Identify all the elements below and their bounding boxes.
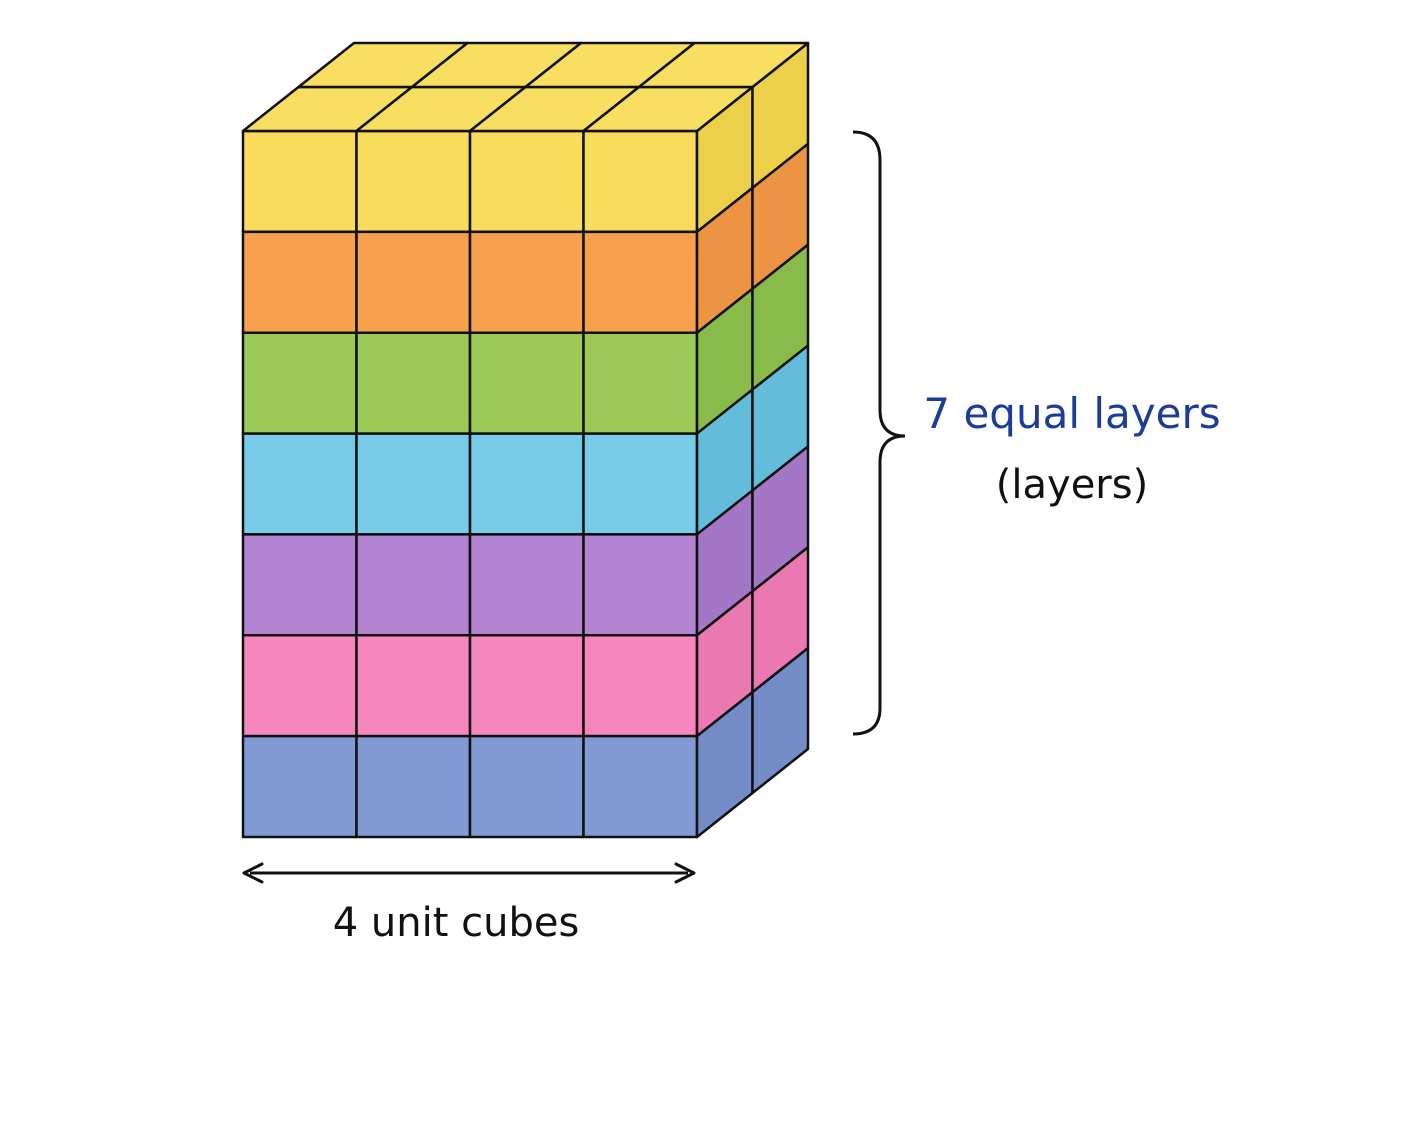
cube-top-2-4 — [637, 41, 810, 89]
cube-front-blue-2 — [355, 432, 472, 536]
cube-front-yellow-3 — [468, 129, 585, 234]
cube-front-yellow-4 — [582, 129, 699, 234]
layers-count-label: 7 equal layers — [923, 389, 1220, 438]
cube-front-pink-3 — [468, 634, 585, 738]
cube-front-purple-4 — [582, 533, 699, 637]
cube-side-indigo-2 — [751, 646, 810, 795]
rectangular-prism — [241, 41, 810, 839]
cube-front-green-2 — [355, 331, 472, 435]
cube-front-blue-3 — [468, 432, 585, 536]
cube-front-purple-2 — [355, 533, 472, 637]
cube-front-blue-4 — [582, 432, 699, 536]
cube-front-green-1 — [241, 331, 358, 435]
cube-front-orange-1 — [241, 230, 358, 334]
cube-front-orange-4 — [582, 230, 699, 334]
cube-front-indigo-3 — [468, 734, 585, 839]
cube-front-orange-2 — [355, 230, 472, 334]
cube-front-green-4 — [582, 331, 699, 435]
cube-front-green-3 — [468, 331, 585, 435]
cube-front-indigo-4 — [582, 734, 699, 839]
cube-front-yellow-1 — [241, 129, 358, 234]
width-arrow — [242, 862, 696, 884]
cube-front-purple-1 — [241, 533, 358, 637]
cube-front-pink-1 — [241, 634, 358, 738]
layers-brace — [852, 130, 906, 736]
cube-front-indigo-2 — [355, 734, 472, 839]
cube-front-orange-3 — [468, 230, 585, 334]
cube-front-pink-4 — [582, 634, 699, 738]
cube-front-blue-1 — [241, 432, 358, 536]
cube-front-pink-2 — [355, 634, 472, 738]
width-label: 4 unit cubes — [333, 900, 580, 946]
cube-front-purple-3 — [468, 533, 585, 637]
cube-front-indigo-1 — [241, 734, 358, 839]
layers-sub-label: (layers) — [996, 462, 1148, 508]
cube-front-yellow-2 — [355, 129, 472, 234]
